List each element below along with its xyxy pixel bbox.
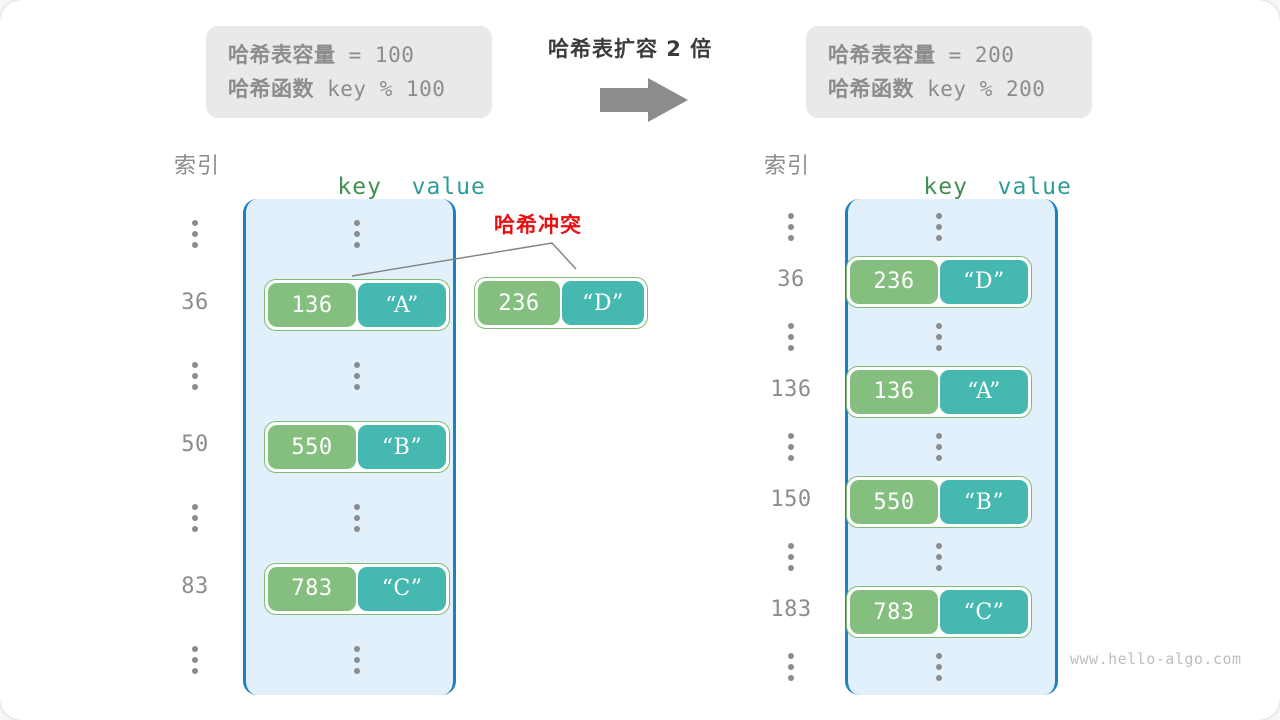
right-keyvalue-header: key value [864,148,1072,226]
collision-connector-line [351,242,577,277]
expand-caption: 哈希表扩容 2 倍 [548,37,713,61]
index-ellipsis [756,542,826,572]
vertical-ellipsis-icon [756,212,826,242]
bucket-ellipsis-icon [264,219,450,249]
left-info-panel: 哈希表容量 = 100 哈希函数 key % 100 [206,26,492,118]
hash-entry-key: 236 [850,259,938,304]
collision-label: 哈希冲突 [494,213,582,237]
bucket-ellipsis-icon [846,322,1032,352]
right-key-header-label: key [923,174,968,200]
vertical-ellipsis-icon [160,361,230,391]
right-info-panel: 哈希表容量 = 200 哈希函数 key % 200 [806,26,1092,118]
hash-entry-pair[interactable]: 550“B” [846,476,1032,529]
vertical-ellipsis-icon [756,542,826,572]
collision-pair-key: 236 [478,281,560,325]
bucket-ellipsis-icon [846,432,1032,462]
watermark: www.hello-algo.com [1070,650,1242,668]
left-hash-table-rows: 36 136“A” 50 550“B” 83 783“C” [160,199,460,695]
left-index-header: 索引 [174,154,221,179]
index-label: 183 [770,597,812,623]
index-ellipsis [756,322,826,352]
left-capacity-label: 哈希表容量 [228,43,336,67]
right-arrow-icon [596,76,692,124]
bucket-ellipsis-icon [264,645,450,675]
left-key-header-label: key [337,174,382,200]
collision-pair-value: “D” [562,281,644,325]
index-ellipsis [756,652,826,682]
hash-entry-pair[interactable]: 136“A” [264,279,450,332]
hash-entry-pair[interactable]: 550“B” [264,421,450,473]
index-label: 83 [181,573,209,599]
vertical-ellipsis-icon [756,652,826,682]
index-label: 136 [770,376,812,402]
left-keyvalue-header: key value [278,148,486,226]
hash-entry-key: 550 [850,480,938,525]
hash-entry-value: “C” [940,590,1028,635]
hash-entry-pair[interactable]: 236“D” [846,255,1032,308]
hash-entry-pair[interactable]: 783“C” [264,562,450,615]
hash-entry-pair[interactable]: 783“C” [846,586,1032,639]
right-capacity-label: 哈希表容量 [828,43,936,67]
vertical-ellipsis-icon [160,219,230,249]
left-hashfn-label: 哈希函数 [228,77,314,101]
hash-entry-value: “D” [940,259,1028,304]
hash-entry-value: “B” [940,480,1028,525]
bucket-ellipsis-icon [846,652,1032,682]
bucket-ellipsis-icon [846,212,1032,242]
hash-entry-key: 783 [268,566,356,611]
left-hashfn-value: key % 100 [314,77,446,101]
hash-entry-value: “C” [358,566,446,611]
index-ellipsis [160,219,230,249]
hash-entry-value: “B” [358,425,446,469]
bucket-ellipsis-icon [264,503,450,533]
vertical-ellipsis-icon [160,503,230,533]
right-hashfn-value: key % 200 [914,77,1046,101]
right-hashfn-label: 哈希函数 [828,77,914,101]
index-ellipsis [160,503,230,533]
index-label: 50 [181,432,209,457]
vertical-ellipsis-icon [756,432,826,462]
index-ellipsis [160,645,230,675]
right-hashfn-line: 哈希函数 key % 200 [828,72,1070,106]
right-value-header-label: value [997,174,1072,200]
hash-entry-value: “A” [940,369,1028,414]
right-capacity-value: = 200 [935,43,1015,67]
index-label: 36 [181,290,209,316]
right-capacity-line: 哈希表容量 = 200 [828,38,1070,72]
hash-entry-key: 136 [268,283,356,328]
right-index-header: 索引 [764,154,811,179]
index-label: 150 [770,487,812,513]
vertical-ellipsis-icon [160,645,230,675]
left-value-header-label: value [411,174,486,200]
hash-entry-value: “A” [358,283,446,328]
index-ellipsis [160,361,230,391]
left-hashfn-line: 哈希函数 key % 100 [228,72,470,106]
hash-entry-key: 783 [850,590,938,635]
index-label: 36 [777,266,805,292]
hash-entry-key: 550 [268,425,356,469]
bucket-ellipsis-icon [264,361,450,391]
collision-pair[interactable]: 236 “D” [474,277,648,329]
index-ellipsis [756,432,826,462]
left-capacity-line: 哈希表容量 = 100 [228,38,470,72]
bucket-ellipsis-icon [846,542,1032,572]
vertical-ellipsis-icon [756,322,826,352]
index-ellipsis [756,212,826,242]
hash-entry-key: 136 [850,369,938,414]
hash-entry-pair[interactable]: 136“A” [846,365,1032,418]
left-capacity-value: = 100 [335,43,415,67]
